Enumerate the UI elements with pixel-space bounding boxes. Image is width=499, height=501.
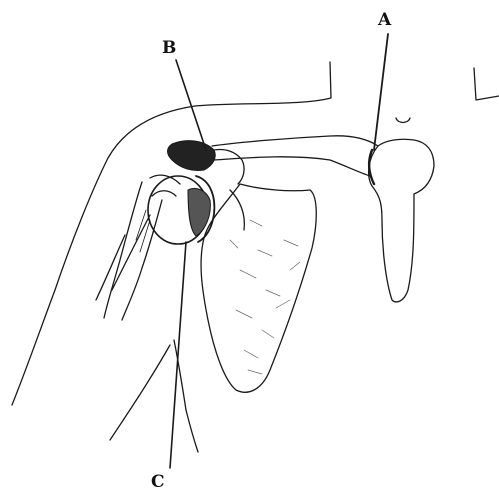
shoulder-skin-outline xyxy=(12,62,331,405)
scapula-spine xyxy=(230,190,244,230)
neck-left-line xyxy=(474,68,499,100)
clavicle-lower xyxy=(214,157,370,176)
leader-line-a xyxy=(374,34,388,150)
glenoid-joint xyxy=(168,141,216,171)
sternum-body xyxy=(369,139,434,302)
torso-line-left xyxy=(110,345,170,440)
label-a: A xyxy=(378,12,391,29)
sternum-notch xyxy=(396,118,410,123)
label-b: B xyxy=(162,40,176,57)
scapula-outline xyxy=(201,184,316,392)
clavicle-upper xyxy=(212,136,378,146)
humerus-shaft-inner xyxy=(122,200,162,320)
arm-back-outline xyxy=(96,235,125,300)
label-c: C xyxy=(151,474,165,491)
humerus-shaft xyxy=(104,182,142,318)
acromion-tip xyxy=(214,149,244,184)
leader-line-c xyxy=(170,242,186,468)
torso-line-right xyxy=(186,410,198,452)
humeral-head-detail xyxy=(150,175,180,196)
scapula-texture xyxy=(230,220,300,374)
